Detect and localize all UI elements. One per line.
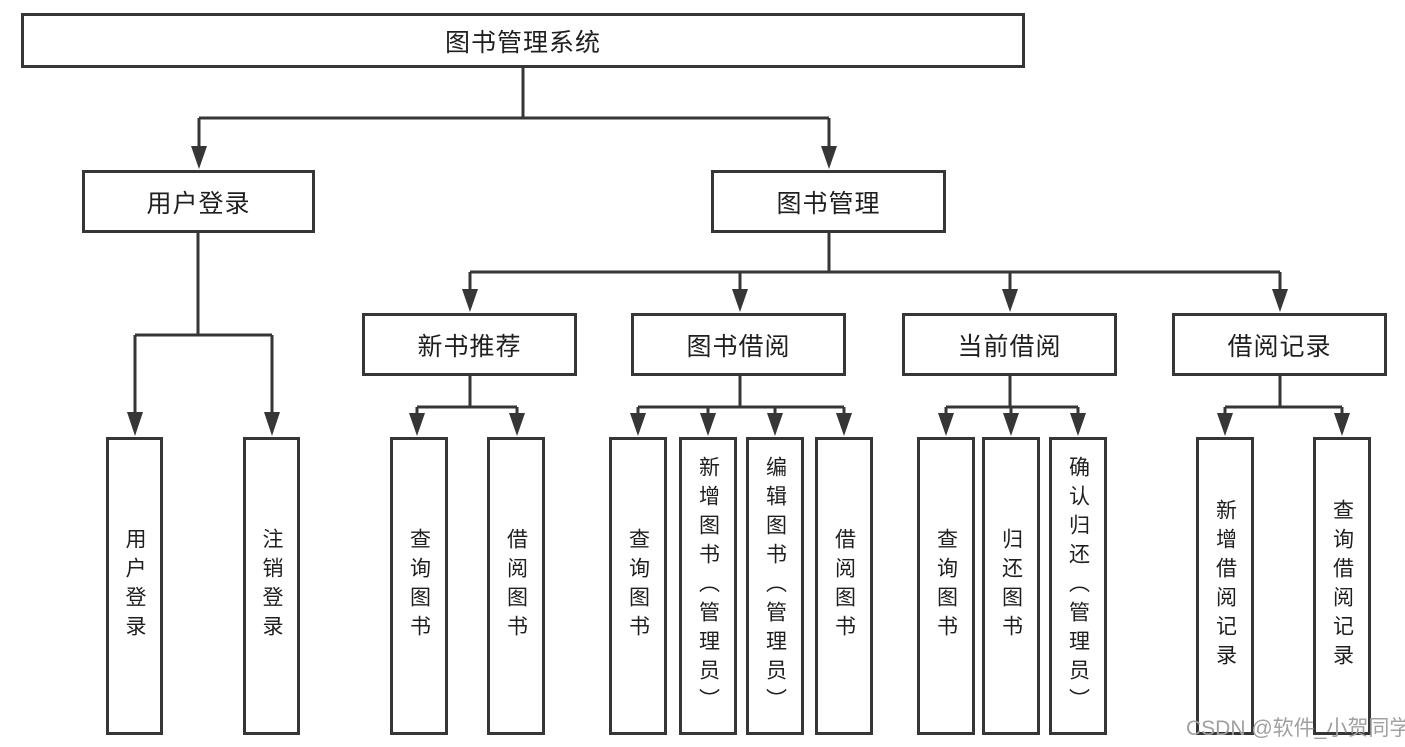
leaf-label: 查询图书 [934,528,958,644]
leaf-label: 归还图书 [999,528,1023,644]
node-label: 新书推荐 [417,332,522,361]
node-label: 图书借阅 [686,332,791,361]
connector-borrowing-records-to-leaves [1217,376,1350,436]
leaf-label: 新增借阅记录 [1213,499,1237,673]
leaf-label: 确认归还（管理员） [1066,455,1090,717]
node-label: 当前借阅 [957,332,1062,361]
leaf-query-books: 查询图书 [609,437,667,735]
node-label: 图书管理 [776,189,881,218]
leaf-query-borrow-record: 查询借阅记录 [1313,437,1371,735]
connector-book-management-to-level3 [462,233,1288,312]
node-book-management: 图书管理 [711,170,946,233]
leaf-add-books-admin: 新增图书（管理员） [679,437,737,735]
leaf-return-books: 归还图书 [982,437,1040,735]
connector-book-borrowing-to-leaves [630,376,852,436]
leaf-logout: 注销登录 [243,437,300,735]
leaf-borrow-books: 借阅图书 [815,437,873,735]
node-book-borrowing: 图书借阅 [631,313,846,376]
csdn-watermark: CSDN @软件_小贺同学 [1186,717,1405,740]
node-user-login: 用户登录 [82,170,315,233]
leaf-borrow-books: 借阅图书 [487,437,545,735]
node-current-borrowing: 当前借阅 [902,313,1117,376]
leaf-label: 借阅图书 [504,528,528,644]
leaf-user-login: 用户登录 [106,437,163,735]
leaf-query-books: 查询图书 [917,437,975,735]
node-new-book-recommendation: 新书推荐 [362,313,577,376]
leaf-label: 查询图书 [626,528,650,644]
leaf-edit-books-admin: 编辑图书（管理员） [746,437,804,735]
node-label: 图书管理系统 [444,28,601,57]
leaf-label: 注销登录 [260,528,283,644]
leaf-label: 借阅图书 [832,528,856,644]
leaf-label: 编辑图书（管理员） [763,455,787,717]
node-label: 借阅记录 [1227,332,1332,361]
leaf-query-books: 查询图书 [390,437,448,735]
connector-current-borrowing-to-leaves [938,376,1086,436]
node-label: 用户登录 [146,189,251,218]
leaf-label: 查询图书 [407,528,431,644]
node-library-management-system: 图书管理系统 [21,13,1025,68]
connector-new-book-recommendation-to-leaves [409,376,525,436]
leaf-label: 查询借阅记录 [1330,499,1354,673]
connector-root-to-level2 [191,68,837,169]
leaf-label: 用户登录 [123,528,146,644]
connector-user-login-to-leaves [127,233,280,436]
leaf-confirm-return-admin: 确认归还（管理员） [1049,437,1107,735]
leaf-add-borrow-record: 新增借阅记录 [1196,437,1254,735]
node-borrowing-records: 借阅记录 [1172,313,1387,376]
leaf-label: 新增图书（管理员） [696,455,720,717]
